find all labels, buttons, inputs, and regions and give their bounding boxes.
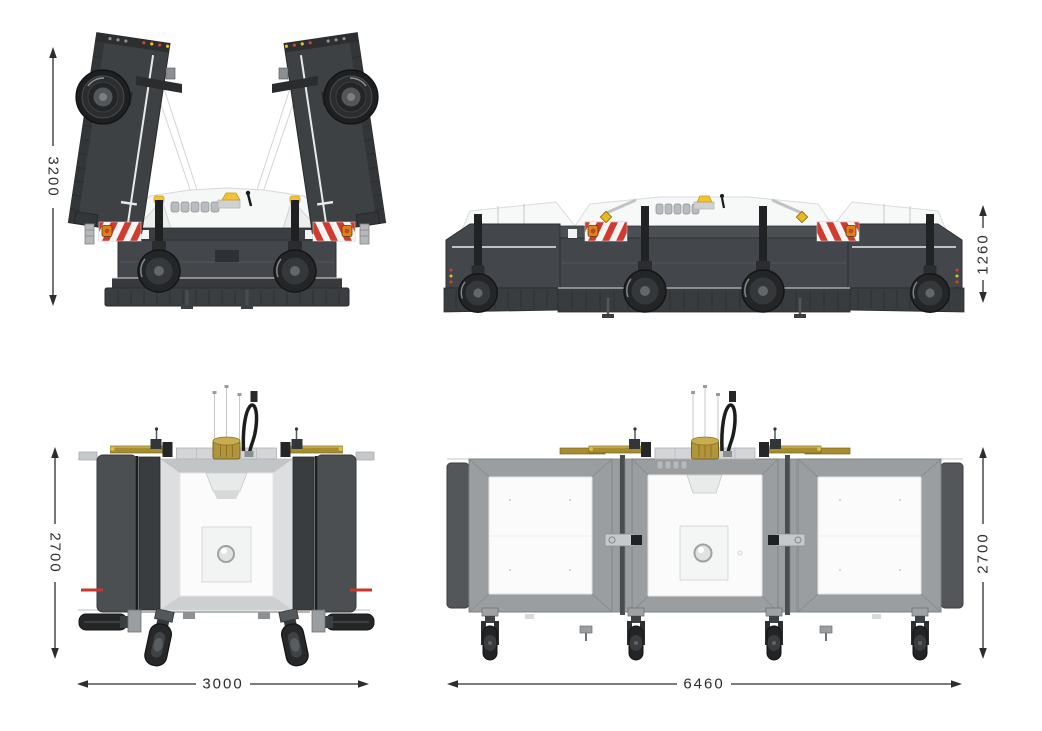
transport-wheel-flat [78, 588, 142, 633]
support-foot [579, 625, 593, 641]
view-front-working [443, 194, 965, 318]
dimension-2700-right: 2700 [975, 447, 992, 659]
dimension-label: 3000 [202, 676, 243, 693]
support-foot [819, 625, 833, 641]
dimension-label: 2700 [47, 532, 64, 573]
lift-arm [771, 198, 805, 216]
center-deck-skirt [557, 287, 851, 313]
dimension-label: 6460 [683, 676, 724, 693]
right-deck-top [797, 458, 942, 613]
left-folded-wing-top [96, 454, 161, 613]
arrowhead-down [49, 295, 57, 306]
dimension-3200: 3200 [45, 47, 62, 306]
dimension-label: 1260 [975, 233, 992, 274]
dimension-6460: 6460 [447, 676, 962, 693]
wheel-arm [926, 214, 934, 276]
wheel-arm [155, 200, 163, 258]
ribbed-boxes [655, 203, 700, 215]
inspection-port [217, 545, 235, 563]
dimension-1260: 1260 [975, 205, 992, 303]
wheel-arm [759, 206, 767, 274]
left-deck-face [445, 223, 561, 289]
yellow-cap [696, 195, 713, 203]
arrowhead-right [358, 680, 369, 688]
support-foot [602, 298, 614, 318]
dimension-3000: 3000 [77, 676, 369, 693]
arrowhead-up [49, 47, 57, 58]
right-deck-face [847, 223, 963, 289]
arrowhead-up [51, 447, 59, 458]
arrowhead-left [447, 680, 458, 688]
center-deck-top [631, 458, 779, 613]
ribbed-boxes [656, 460, 688, 470]
body-skirt [104, 287, 350, 307]
arrowhead-right [951, 680, 962, 688]
ribbed-boxes [170, 201, 220, 213]
marker-lights [449, 268, 959, 284]
view-top-working [446, 383, 964, 661]
left-deck-top [468, 458, 613, 613]
view-top-transport [78, 383, 375, 669]
discharge-funnel [205, 472, 248, 492]
lift-arm [603, 198, 637, 216]
support-foot [794, 298, 806, 318]
right-joint [768, 455, 806, 615]
arrowhead-down [979, 292, 987, 303]
support-foot [241, 290, 253, 309]
arrowhead-up [979, 447, 987, 458]
right-folded-wing-top [292, 454, 357, 613]
dimension-label: 3200 [45, 156, 62, 197]
dimension-label: 2700 [975, 532, 992, 573]
discharge-funnel [686, 474, 723, 494]
wheel-arm [291, 200, 299, 258]
dimension-2700-left: 2700 [47, 447, 64, 659]
view-front-transport [67, 31, 387, 309]
warning-diamond [599, 210, 613, 224]
right-end-cap [940, 462, 964, 609]
arrowhead-left [77, 680, 88, 688]
left-joint [604, 455, 642, 615]
yellow-cap [221, 192, 241, 201]
wheel-arm [641, 206, 649, 274]
inspection-port [693, 543, 713, 563]
transport-wheel-flat [311, 588, 375, 633]
arrowhead-down [51, 648, 59, 659]
left-end-cap [446, 462, 470, 609]
warning-diamond [795, 210, 809, 224]
support-foot [181, 290, 193, 309]
wheel-arm [474, 214, 482, 276]
arrowhead-up [979, 205, 987, 216]
arrowhead-down [979, 648, 987, 659]
